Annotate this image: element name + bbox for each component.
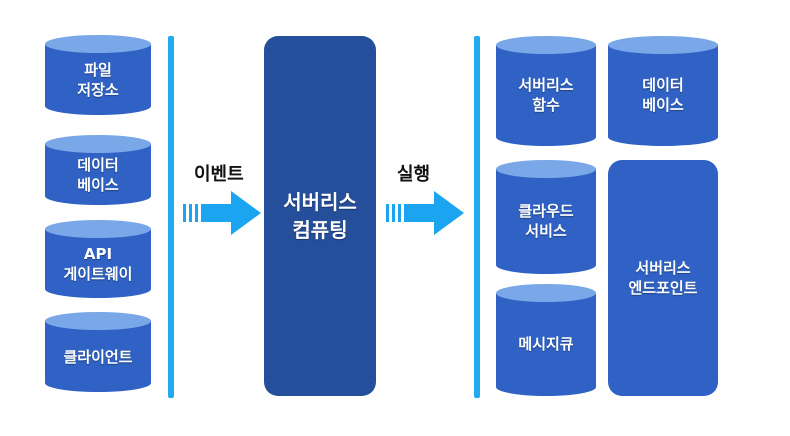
cylinder-shape: [45, 135, 151, 205]
cylinder-shape: [496, 160, 596, 274]
execute-arrow-label: 실행: [397, 164, 431, 185]
database-target-cylinder: 데이터 베이스: [608, 36, 718, 146]
database-target-label: 데이터 베이스: [642, 76, 684, 114]
api-gateway-label: API 게이트웨이: [63, 245, 133, 283]
serverless-computing-block: 서버리스 컴퓨팅: [264, 36, 376, 396]
cylinder-shape: [496, 284, 596, 396]
event-arrow-label: 이벤트: [194, 164, 244, 185]
client-cylinder: 클라이언트: [45, 312, 151, 394]
right-divider-bar: [474, 36, 480, 398]
cylinder-shape: [45, 35, 151, 115]
serverless-computing-label: 서버리스 컴퓨팅: [283, 190, 357, 242]
cylinder-shape: [45, 220, 151, 298]
message-queue-label: 메시지큐: [518, 335, 574, 353]
api-gateway-cylinder: API 게이트웨이: [45, 220, 151, 300]
serverless-function-label: 서버리스 함수: [518, 76, 574, 114]
file-storage-cylinder: 파일 저장소: [45, 35, 151, 117]
serverless-function-cylinder: 서버리스 함수: [496, 36, 596, 146]
execute-arrow-icon: [386, 191, 464, 235]
cylinder-shape: [496, 36, 596, 146]
cylinder-shape: [45, 312, 151, 392]
serverless-endpoint-label: 서버리스 엔드포인트: [628, 259, 698, 297]
cloud-service-cylinder: 클라우드 서비스: [496, 160, 596, 274]
cylinder-shape: [608, 36, 718, 146]
client-label: 클라이언트: [63, 348, 133, 366]
database-source-cylinder: 데이터 베이스: [45, 135, 151, 207]
serverless-endpoint-block: 서버리스 엔드포인트: [608, 160, 718, 396]
message-queue-cylinder: 메시지큐: [496, 284, 596, 396]
left-divider-bar: [168, 36, 174, 398]
event-arrow-icon: [183, 191, 261, 235]
database-source-label: 데이터 베이스: [77, 156, 119, 194]
file-storage-label: 파일 저장소: [77, 61, 119, 99]
cloud-service-label: 클라우드 서비스: [518, 202, 574, 240]
